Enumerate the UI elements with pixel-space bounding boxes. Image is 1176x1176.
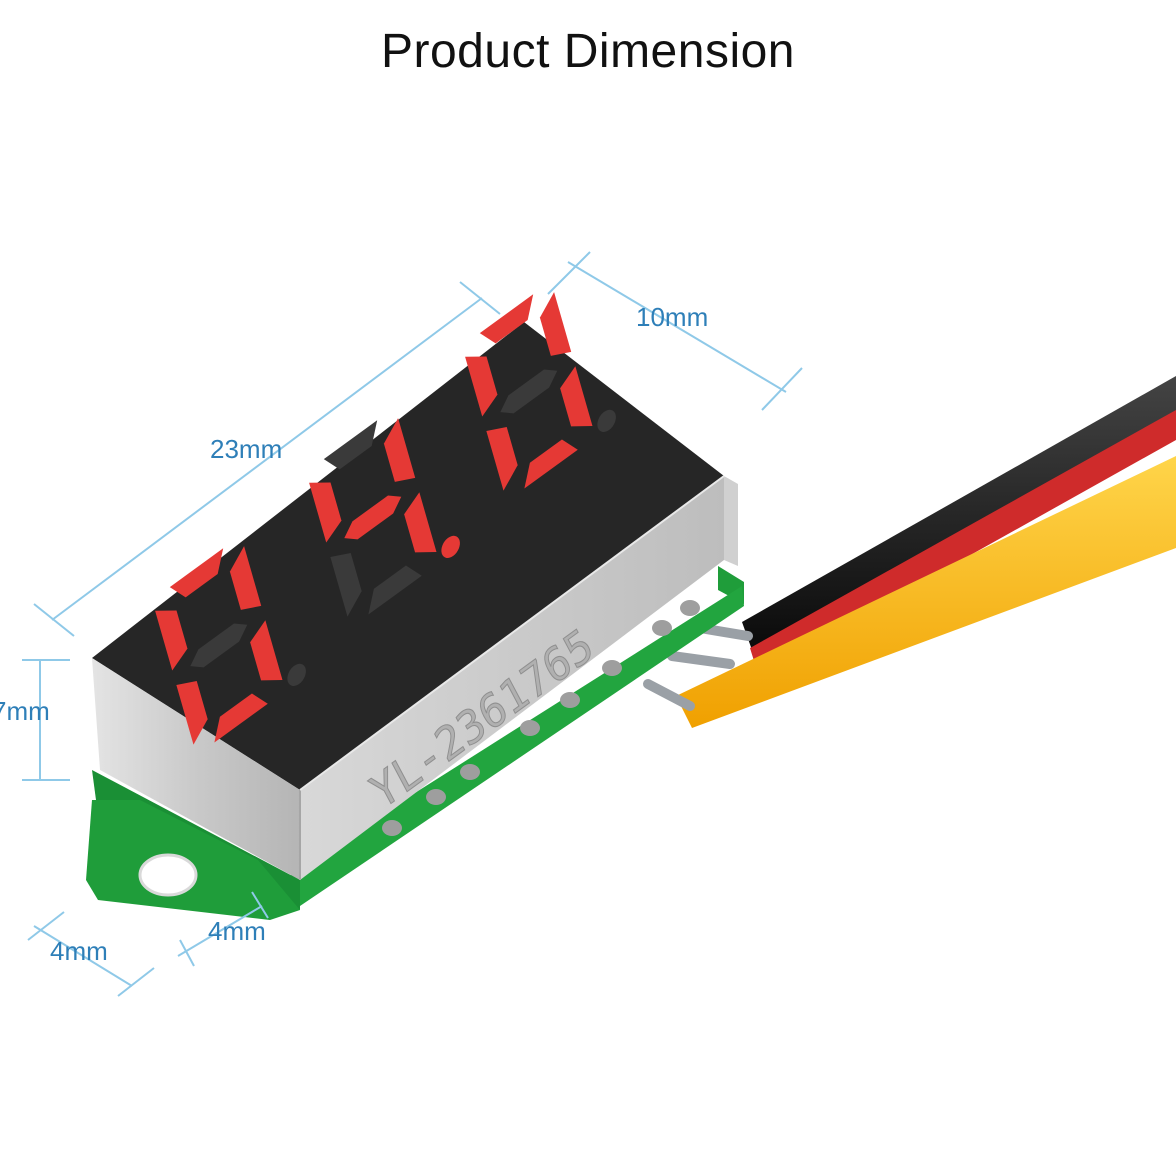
display-housing: YL-2361765	[92, 322, 738, 880]
wire-black	[742, 376, 1176, 650]
front-frame	[92, 658, 300, 880]
tab-width-label: 4mm	[50, 936, 108, 966]
segment-g	[500, 369, 558, 414]
dimension-lines	[22, 251, 803, 997]
solder-pads	[382, 600, 700, 836]
segment-e	[486, 427, 518, 491]
segment-b	[229, 546, 262, 610]
segment-b	[539, 292, 572, 356]
length-label: 23mm	[210, 434, 282, 464]
segment-e	[176, 681, 208, 745]
segment-f	[465, 356, 498, 417]
seven-segment-display	[155, 292, 616, 745]
segment-c	[250, 620, 283, 681]
segment-g	[344, 495, 402, 540]
height-label: 7mm	[0, 696, 50, 726]
decimal-point	[287, 663, 306, 686]
wire-yellow	[676, 456, 1176, 728]
pcb-board	[86, 566, 744, 920]
page-title: Product Dimension	[380, 25, 795, 78]
side-frame	[300, 476, 724, 880]
display-face	[92, 322, 724, 790]
segment-d	[368, 565, 422, 615]
mounting-hole	[138, 853, 198, 897]
decimal-point	[441, 535, 460, 558]
digit-2	[309, 418, 460, 617]
tab-depth-label: 4mm	[208, 916, 266, 946]
wire-red	[750, 410, 1176, 674]
segment-f	[309, 482, 342, 543]
segment-a	[323, 420, 378, 470]
segment-g	[190, 623, 248, 668]
segment-a	[479, 294, 534, 344]
segment-b	[383, 418, 416, 482]
digit-3	[465, 292, 616, 491]
segment-f	[155, 610, 188, 671]
segment-e	[330, 553, 362, 617]
segment-c	[404, 492, 437, 553]
depth-label: 10mm	[636, 302, 708, 332]
dimension-labels: 23mm 10mm 7mm 4mm 4mm	[0, 302, 708, 966]
digit-1	[155, 546, 306, 745]
wires	[643, 376, 1176, 728]
segment-a	[169, 548, 224, 598]
decimal-point	[597, 409, 616, 432]
segment-d	[524, 439, 578, 489]
mounting-tab	[86, 800, 300, 920]
segment-d	[214, 693, 268, 743]
segment-c	[560, 366, 593, 427]
